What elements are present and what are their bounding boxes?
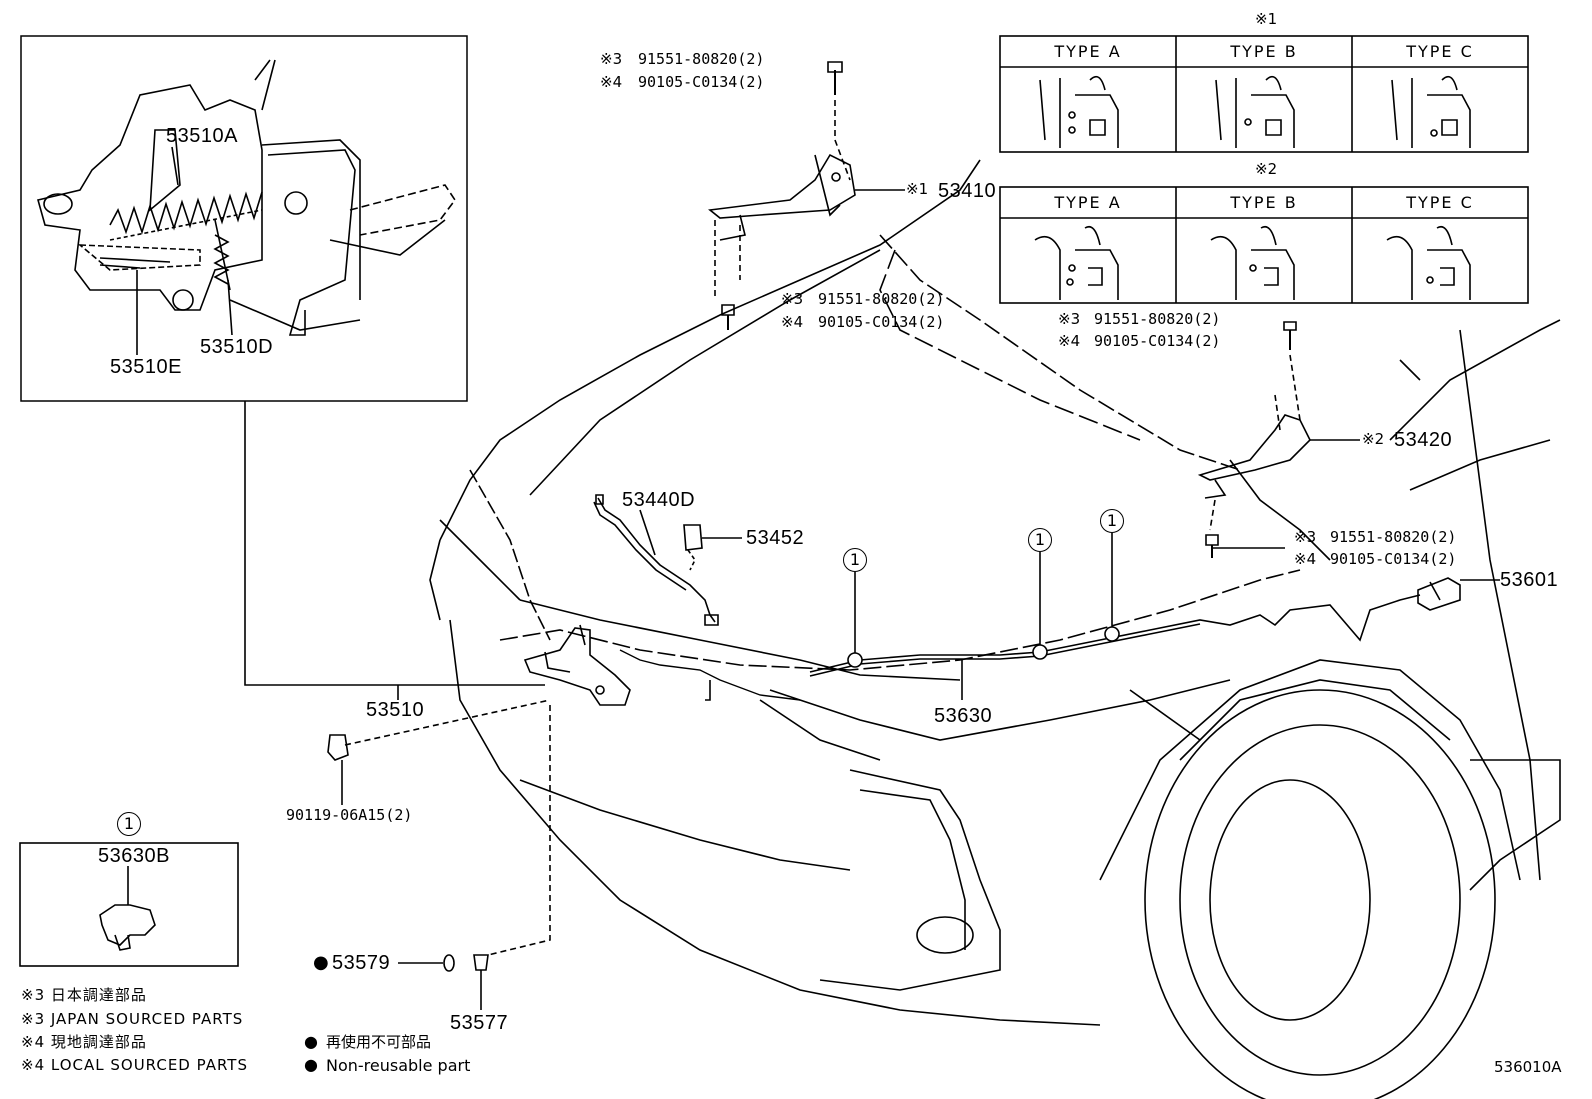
inset-leader-line — [244, 401, 545, 686]
circled-one-marker-c: 1 — [1100, 509, 1124, 533]
vehicle-front-outline — [429, 159, 1561, 1099]
type-table-2-mark: ※2 — [1255, 160, 1278, 178]
part-53420-label: 53420 — [1394, 429, 1453, 451]
type-table-1-type-c: TYPE C — [1406, 42, 1474, 61]
release-cable — [809, 594, 1421, 700]
part-53577-label: 53577 — [450, 1012, 509, 1034]
note-mark-4-top: ※4 — [600, 73, 623, 91]
bolt-low-b-label: 90105-C0134(2) — [1330, 550, 1457, 568]
circled-one-marker-a: 1 — [843, 548, 867, 572]
note-mark-3-mid: ※3 — [781, 290, 804, 308]
note-mark-4-right: ※4 — [1058, 332, 1081, 350]
bolt-low-a-label: 91551-80820(2) — [1330, 528, 1457, 546]
hood-hinge-rh — [1197, 321, 1360, 558]
clip-detail-box — [19, 842, 239, 967]
legend-japan-sourced-en: ※3 JAPAN SOURCED PARTS — [21, 1010, 244, 1028]
type-table-1-mark: ※1 — [1255, 10, 1278, 28]
non-reusable-dot-53579: ● — [313, 952, 329, 973]
type-table-2-type-b: TYPE B — [1230, 193, 1298, 212]
hood-support-rod — [593, 494, 719, 626]
legend-dot-en: ● — [304, 1055, 318, 1074]
type-table-2-type-a: TYPE A — [1054, 193, 1122, 212]
part-53510A-label: 53510A — [166, 125, 238, 147]
legend-non-reusable-jp: 再使用不可部品 — [326, 1033, 432, 1051]
type-table-2-type-c: TYPE C — [1406, 193, 1474, 212]
circled-one-marker-b: 1 — [1028, 528, 1052, 552]
type-table-1-type-a: TYPE A — [1054, 42, 1122, 61]
hood-hinge-lh — [708, 61, 905, 330]
release-lever — [1417, 577, 1500, 611]
bolt-90119 — [327, 699, 551, 805]
part-53440D-label: 53440D — [622, 489, 696, 511]
hood-clip — [683, 524, 742, 571]
bolt-mid-a-label: 91551-80820(2) — [818, 290, 945, 308]
grommet-parts — [398, 954, 489, 1010]
part-53510D-label: 53510D — [200, 336, 274, 358]
bolt-right-b-label: 90105-C0134(2) — [1094, 332, 1221, 350]
part-53579-label: 53579 — [332, 952, 391, 974]
legend-non-reusable-en: Non-reusable part — [326, 1056, 471, 1075]
part-53630B-label: 53630B — [98, 845, 170, 867]
hood-lock-assembly — [523, 624, 801, 706]
lock-to-grommet-dash — [487, 705, 551, 956]
type-table-1 — [999, 35, 1529, 153]
part-53630-label: 53630 — [934, 705, 993, 727]
bolt-mid-b-label: 90105-C0134(2) — [818, 313, 945, 331]
bolt-top-a-label: 91551-80820(2) — [638, 50, 765, 68]
note-mark-4-mid: ※4 — [781, 313, 804, 331]
note-mark-3-top: ※3 — [600, 50, 623, 68]
diagram-code: 536010A — [1494, 1058, 1562, 1076]
part-90119-label: 90119-06A15(2) — [286, 806, 413, 824]
bolt-right-a-label: 91551-80820(2) — [1094, 310, 1221, 328]
type-table-2 — [999, 186, 1529, 304]
note-mark-3-low: ※3 — [1294, 528, 1317, 546]
note-mark-1-hinge: ※1 — [906, 180, 929, 198]
legend-japan-sourced-jp: ※3 日本調達部品 — [21, 986, 147, 1004]
legend-local-sourced-jp: ※4 現地調達部品 — [21, 1033, 147, 1051]
hood-lock-detail-inset — [20, 35, 468, 402]
part-53410-label: 53410 — [938, 180, 997, 202]
type-table-1-type-b: TYPE B — [1230, 42, 1298, 61]
legend-local-sourced-en: ※4 LOCAL SOURCED PARTS — [21, 1056, 248, 1074]
part-53601-label: 53601 — [1500, 569, 1559, 591]
part-53510E-label: 53510E — [110, 356, 182, 378]
legend-dot-jp: ● — [304, 1032, 318, 1051]
circled-one-marker-box: 1 — [117, 812, 141, 836]
note-mark-4-low: ※4 — [1294, 550, 1317, 568]
bolt-top-b-label: 90105-C0134(2) — [638, 73, 765, 91]
note-mark-3-right: ※3 — [1058, 310, 1081, 328]
note-mark-2-hinge: ※2 — [1362, 430, 1385, 448]
part-53452-label: 53452 — [746, 527, 805, 549]
part-53510-label: 53510 — [366, 699, 425, 721]
